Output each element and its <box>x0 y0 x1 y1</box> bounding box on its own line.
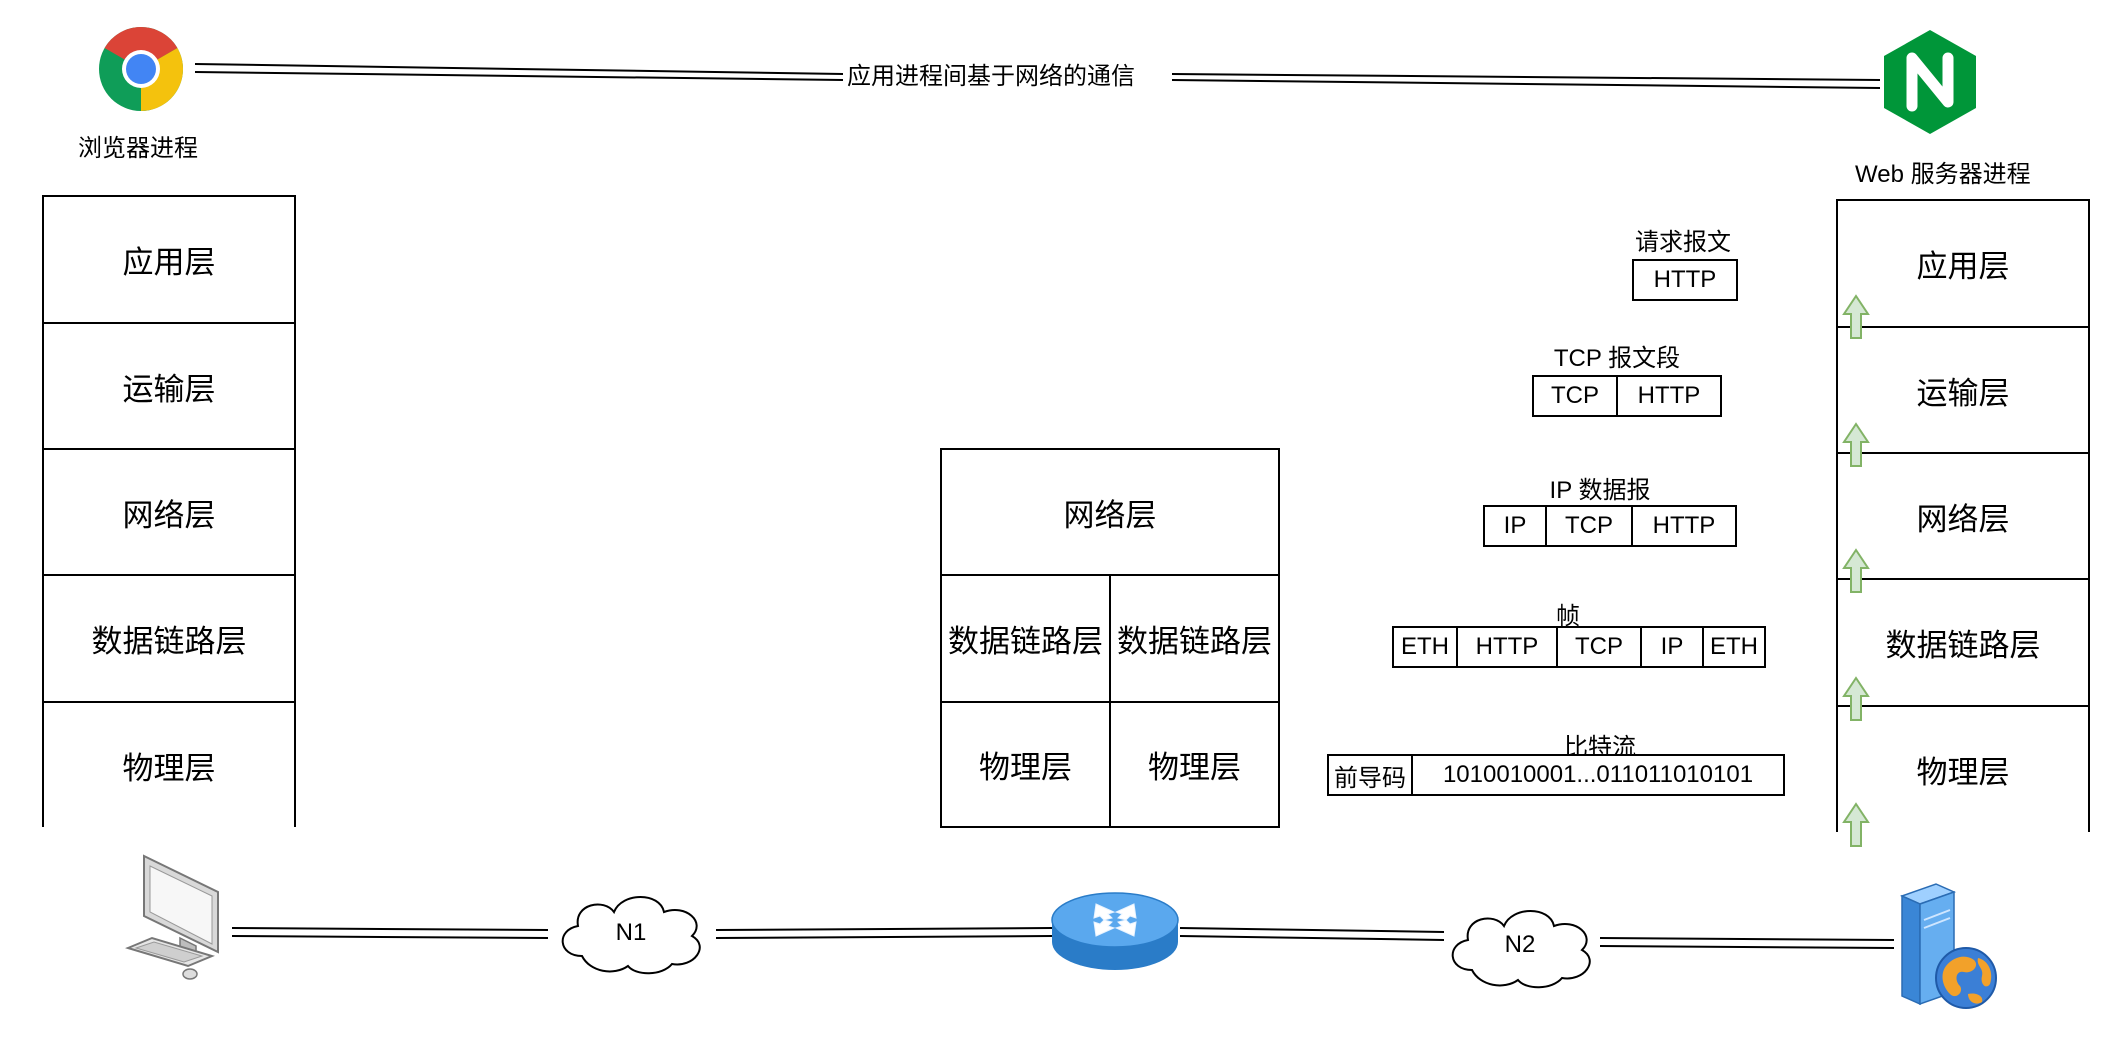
computer-icon <box>125 854 219 980</box>
router-layer-network: 网络层 <box>942 450 1278 576</box>
server-label: Web 服务器进程 <box>1855 161 2031 188</box>
packet-frame: ETH HTTP TCP IP ETH <box>1392 626 1766 668</box>
up-arrow-icon <box>1842 548 1870 593</box>
packet-caption-tcp: TCP 报文段 <box>1553 345 1681 372</box>
client-protocol-stack: 应用层 运输层 网络层 数据链路层 物理层 <box>42 195 296 827</box>
up-arrow-icon <box>1842 676 1870 721</box>
server-protocol-stack: 应用层 运输层 网络层 数据链路层 物理层 <box>1836 199 2090 832</box>
packet-segment: TCP <box>1558 628 1642 666</box>
packet-segment: HTTP <box>1652 512 1716 539</box>
packet-segment: IP <box>1642 628 1704 666</box>
packet-tcp-segment: TCP HTTP <box>1532 375 1722 417</box>
packet-segment: IP <box>1485 507 1547 545</box>
client-layer-physical: 物理层 <box>44 703 294 827</box>
server-layer-physical: 物理层 <box>1838 707 2088 832</box>
server-icon <box>1899 883 1997 1009</box>
router-layer-datalink-left: 数据链路层 <box>942 576 1111 703</box>
packet-bitstream: 前导码 1010010001...011011010101 <box>1327 754 1785 796</box>
nginx-icon <box>1884 30 1976 134</box>
router-layer-physical-right: 物理层 <box>1148 750 1241 785</box>
client-layer-datalink: 数据链路层 <box>44 576 294 703</box>
packet-segment: HTTP <box>1653 266 1717 293</box>
packet-caption-ip: IP 数据报 <box>1549 477 1651 504</box>
comm-label: 应用进程间基于网络的通信 <box>845 56 1137 91</box>
packet-segment: TCP <box>1547 507 1633 545</box>
up-arrow-icon <box>1842 422 1870 467</box>
server-layer-application: 应用层 <box>1838 201 2088 328</box>
packet-segment: 前导码 <box>1329 756 1413 794</box>
cloud-icon <box>561 896 701 975</box>
server-layer-network: 网络层 <box>1838 454 2088 580</box>
up-arrow-icon <box>1842 294 1870 339</box>
client-layer-transport: 运输层 <box>44 324 294 450</box>
server-layer-transport: 运输层 <box>1838 328 2088 454</box>
packet-caption-request: 请求报文 <box>1635 229 1731 256</box>
packet-segment: ETH <box>1394 628 1458 666</box>
packet-segment: 1010010001...011011010101 <box>1442 761 1754 788</box>
packet-segment: HTTP <box>1637 382 1701 409</box>
comm-line <box>194 63 1881 89</box>
router-protocol-stack: 网络层 数据链路层 数据链路层 物理层 物理层 <box>940 448 1280 828</box>
cloud-label-n1: N1 <box>615 919 647 946</box>
packet-segment: HTTP <box>1458 628 1558 666</box>
up-arrow-icon <box>1842 802 1870 847</box>
network-line <box>231 927 1895 949</box>
packet-request: HTTP <box>1632 259 1738 301</box>
packet-caption-frame: 帧 <box>1556 603 1580 630</box>
client-layer-network: 网络层 <box>44 450 294 576</box>
packet-segment: TCP <box>1534 377 1618 415</box>
cloud-icon <box>1451 910 1591 989</box>
packet-segment: ETH <box>1710 633 1758 660</box>
server-layer-datalink: 数据链路层 <box>1838 580 2088 707</box>
cloud-label-n2: N2 <box>1504 931 1536 958</box>
router-layer-datalink-right: 数据链路层 <box>1111 576 1278 703</box>
router-layer-physical-left: 物理层 <box>942 703 1111 826</box>
router-icon <box>1051 892 1179 970</box>
client-layer-application: 应用层 <box>44 197 294 324</box>
browser-label: 浏览器进程 <box>78 135 198 162</box>
packet-ip-datagram: IP TCP HTTP <box>1483 505 1737 547</box>
chrome-icon <box>99 26 184 111</box>
